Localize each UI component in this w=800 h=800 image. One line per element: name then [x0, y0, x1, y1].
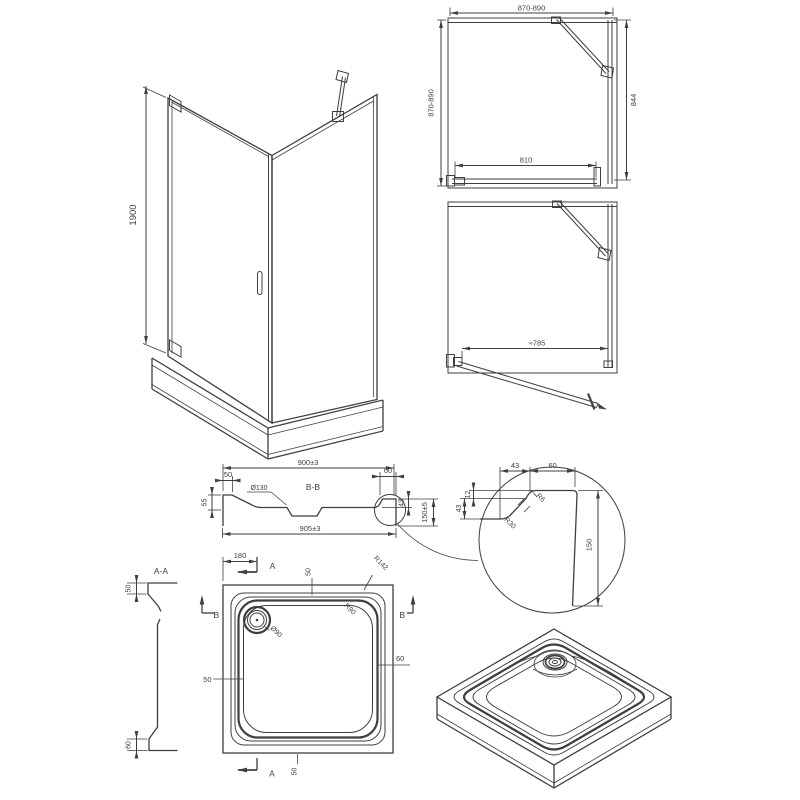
- dim-drain-offset: 180: [234, 551, 247, 560]
- brace-bar: [556, 19, 607, 74]
- view-plan-closed: 870-890 870-890 844 810: [427, 4, 638, 189]
- dim-corner-radius: R142: [372, 555, 389, 572]
- dim-height: 1900: [128, 204, 139, 225]
- door-handle-open: [586, 393, 596, 410]
- dim-bb-drain: Ø130: [250, 485, 267, 492]
- dim-panel-height: 844: [629, 94, 638, 107]
- section-aa: A-A 50 60: [126, 566, 178, 759]
- dim-width-top: 870-890: [518, 4, 546, 13]
- support-bar-fitting: [335, 69, 350, 84]
- detail-marker-circle: [374, 494, 406, 526]
- section-bb-title: B-B: [306, 482, 321, 492]
- detail-circle: [478, 466, 626, 614]
- tray-plan-view: Ø90 R90 R142 180 A A 50 50 50 60 B B: [199, 551, 416, 779]
- dim-detail-lip-height: 12: [465, 491, 472, 499]
- brace-wall-bracket: [551, 16, 561, 24]
- dim-rim-top: 50: [306, 568, 313, 576]
- dim-bb-width-top: 900±3: [298, 458, 319, 467]
- section-b-label-left: B: [214, 610, 220, 620]
- basin-edge: [237, 599, 379, 739]
- dim-rim-right: 60: [396, 654, 404, 663]
- section-aa-title: A-A: [154, 566, 169, 576]
- brace-glass-clamp: [600, 64, 615, 79]
- dim-detail-step-width: 43: [511, 461, 519, 470]
- dim-aa-rim-bottom: 60: [126, 741, 133, 749]
- dim-detail-r30: R30: [503, 516, 517, 530]
- tray3d-drain: [542, 653, 568, 671]
- support-bar-clamp: [332, 111, 344, 122]
- tray-3d-view: [435, 628, 673, 789]
- detail-leader: [396, 523, 479, 561]
- dim-detail-r6: R6: [535, 492, 546, 503]
- dim-rim-bottom: 50: [292, 768, 299, 776]
- section-b-label-right: B: [399, 610, 405, 620]
- dim-bb-height: 150±5: [420, 502, 429, 523]
- dim-bb-width-bottom: 905±3: [300, 524, 321, 533]
- section-a-label-top: A: [270, 561, 276, 571]
- dim-door-width: 810: [520, 156, 533, 165]
- section-bb: B-B 900±3 905±3 50 55 Ø130 60 43: [202, 458, 479, 561]
- door-open: [458, 361, 599, 404]
- hinge-bottom: [169, 339, 182, 358]
- section-a-label-bottom: A: [269, 769, 275, 779]
- door-handle: [257, 271, 263, 295]
- view-enclosure-3d: 1900: [128, 69, 384, 460]
- dim-opening-width: ≈785: [529, 339, 546, 348]
- tray-outer-edge: [222, 584, 394, 754]
- door-hinge-open: [446, 354, 455, 368]
- tray3d-top-rim: [435, 628, 673, 766]
- dim-bb-rim-left-height: 55: [202, 499, 209, 507]
- rim-profile-detail: [479, 489, 578, 607]
- dim-aa-rim-top: 50: [126, 585, 133, 593]
- dim-basin-radius: R90: [343, 602, 357, 616]
- dim-detail-skirt-height: 150: [585, 539, 594, 552]
- hinge-top: [169, 94, 182, 113]
- tray-profile: [222, 494, 397, 526]
- dim-detail-flange-width: 60: [548, 461, 556, 470]
- door-glass-panel: [167, 96, 273, 425]
- dim-drain-diameter: Ø90: [269, 625, 283, 639]
- dim-depth: 870-890: [427, 89, 436, 117]
- dim-bb-rim-step: 43: [399, 499, 406, 507]
- tray3d-basin-edge: [462, 643, 646, 751]
- detail-view: 43 60 12 43 150 R6 R30: [456, 461, 626, 614]
- view-plan-open: ≈785: [446, 200, 618, 410]
- dim-detail-step-height: 43: [456, 505, 463, 513]
- dim-bb-rim-right: 60: [384, 466, 392, 475]
- dim-bb-rim-left: 50: [224, 470, 232, 479]
- door-seal-profile: [593, 167, 601, 187]
- dim-rim-left: 50: [203, 675, 211, 684]
- side-glass-panel: [271, 93, 378, 424]
- drain: [242, 605, 272, 635]
